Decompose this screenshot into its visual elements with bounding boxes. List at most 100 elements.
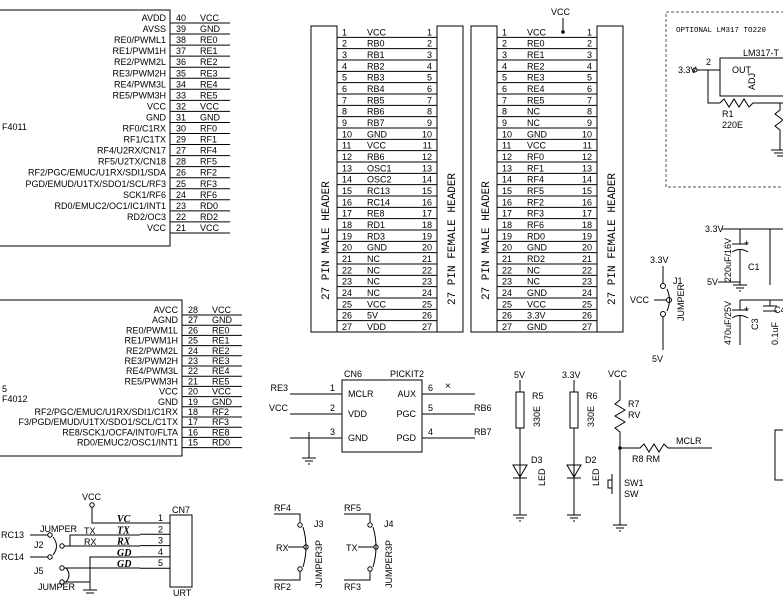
header2-row-number-right: 19 (582, 231, 592, 241)
j1-bottom: 5V (652, 354, 663, 364)
led-r6-name: R6 (586, 391, 598, 401)
cn7-vcc-wire (91, 507, 140, 524)
header1-row-number-right: 11 (423, 141, 432, 151)
header2-row-number: 26 (502, 311, 512, 321)
header2-vcc-junction (561, 30, 565, 34)
mcu2-pin-number: 15 (188, 438, 198, 448)
header2-row-number-right: 3 (587, 50, 592, 60)
cn7-j5-arc (65, 567, 70, 583)
reset-r7 (614, 395, 626, 525)
mcu1-pin-net: RE2 (200, 57, 218, 67)
mcu2-pin-number: 23 (188, 356, 198, 366)
regulator-pin: 2 (706, 57, 711, 67)
mcu1-pin-net: RF3 (200, 179, 217, 189)
j3-mid-net: RX (276, 543, 289, 553)
header1-row-number-right: 26 (422, 311, 432, 321)
reset-r8 (620, 443, 712, 453)
cap-c1-plate-bottom (731, 249, 749, 253)
cn6-pin-number: 4 (428, 427, 433, 437)
mcu2-pin-name: RE5/PWM3H (124, 376, 178, 386)
header2-row-name: GND (527, 322, 548, 332)
header2-vcc-label: VCC (551, 7, 571, 17)
j4-pin-1 (367, 522, 373, 528)
header1-row-name: RB3 (367, 73, 385, 83)
header1-row-number: 1 (342, 27, 347, 37)
cn7-j5-name: J5 (34, 566, 44, 576)
cn6-pin-name: VDD (348, 409, 368, 419)
header2-row-number: 27 (502, 322, 512, 332)
cn6-pin-name: GND (348, 433, 369, 443)
mcu2-pin-net: RF3 (212, 417, 229, 427)
header2-row-number-right: 20 (582, 243, 592, 253)
header1-row-name: RB5 (367, 95, 385, 105)
header2-row-number: 11 (502, 141, 511, 151)
mcu1-pin-name: RF4/U2RX/CN17 (97, 146, 166, 156)
mcu2-part-line2: F4012 (2, 394, 28, 404)
cap-c3-name: C3 (750, 318, 760, 330)
header1-row-name: NC (367, 265, 380, 275)
cn7-wire-gd2 (64, 567, 140, 583)
mcu1-pin-number: 31 (176, 112, 186, 122)
reset-r8-label: R8 RM (632, 454, 660, 464)
regulator-frame (665, 11, 783, 188)
header2-male-title: 27 PIN MALE HEADER (481, 181, 493, 300)
header1-row-name: NC (367, 277, 380, 287)
mcu1-pin-number: 30 (176, 124, 186, 134)
header2-row-number-right: 1 (587, 27, 592, 37)
mcu1-pin-net: VCC (200, 223, 220, 233)
regulator-wire-fb (707, 70, 720, 104)
cn6-net: RE3 (270, 383, 288, 393)
header1-row-name: VCC (367, 27, 387, 37)
mcu1-pin-name: RF1/C1TX (123, 135, 166, 145)
j3-top-net: RF4 (274, 503, 291, 513)
header1-row-number: 15 (342, 186, 352, 196)
header1-row-name: NC (367, 288, 380, 298)
mcu2-pin-name: RD0/EMUC2/OSC1/INT1 (77, 438, 178, 448)
j4-top-net: RF5 (344, 503, 361, 513)
mcu1-pin-net: RE1 (200, 46, 218, 56)
mcu1-pin-name: RD0/EMUC2/OC1/IC1/INT1 (54, 201, 166, 211)
header1-row-number: 11 (342, 141, 351, 151)
header2-row-number: 14 (502, 175, 512, 185)
header2-row-name: RF3 (527, 209, 544, 219)
header1-row-name: RB4 (367, 84, 385, 94)
led-d2-type: LED (591, 468, 601, 486)
header1-row-number-right: 10 (422, 129, 432, 139)
led-d3-branch: 5V R5 330E D3 LED (512, 370, 547, 522)
j4-pin-3 (367, 566, 373, 572)
header2-row-number-right: 24 (582, 288, 592, 298)
j3-pin-3 (297, 566, 303, 572)
mcu1-pin-name: RE4/PWM3L (114, 79, 166, 89)
header2-row-number-right: 10 (582, 129, 592, 139)
header2-row-number: 17 (502, 209, 512, 219)
header1-male-strip (310, 25, 338, 333)
cn6-body (341, 379, 423, 453)
mcu2-pin-name: RE8/SCK1/OCFA/INT0/FLTA (62, 427, 178, 437)
led-d3-type: LED (537, 468, 547, 486)
j4-arc (372, 526, 377, 568)
header1-row-number: 3 (342, 50, 347, 60)
header2-row-number: 4 (502, 61, 507, 71)
header1-row-name: RB0 (367, 39, 385, 49)
header2-row-number-right: 6 (587, 84, 592, 94)
cn6-pin-name: MCLR (348, 389, 374, 399)
cn7-j2-pin-3 (47, 554, 53, 560)
mcu1-part: F4011 (2, 122, 27, 132)
header2-row-name: GND (527, 243, 548, 253)
mcu2-pin-number: 16 (188, 427, 198, 437)
led-d2-triangle (566, 464, 582, 478)
cn7-net-rc13: RC13 (1, 530, 24, 540)
header1-row-name: RB6 (367, 152, 385, 162)
cn6-pin-name: PGC (396, 409, 416, 419)
mcu1-pin-net: RE5 (200, 90, 218, 100)
cn6-pin-name: PGD (396, 433, 416, 443)
regulator-out-label: OUT (732, 65, 752, 75)
header2-row-number-right: 9 (587, 118, 592, 128)
cn6-pin-number: 3 (330, 427, 335, 437)
header2-row-number-right: 2 (587, 39, 592, 49)
led-d2-supply: 3.3V (562, 370, 581, 380)
mcu1-pin-number: 25 (176, 179, 186, 189)
mcu1-pin-name: RF0/C1RX (122, 124, 166, 134)
header1-row-number-right: 3 (427, 50, 432, 60)
